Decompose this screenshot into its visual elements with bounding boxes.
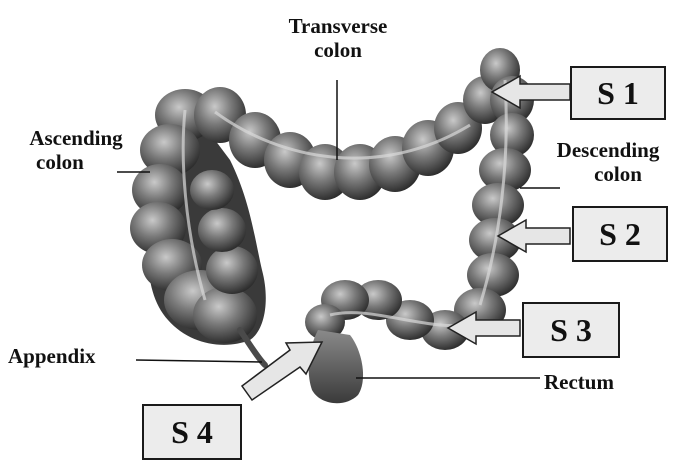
site-box-s3: S 3 xyxy=(522,302,620,358)
transverse-label-line1: Transverse xyxy=(268,14,408,38)
descending-label-line2: colon xyxy=(538,162,678,186)
colon-body xyxy=(130,48,534,403)
descending-label-line1: Descending xyxy=(538,138,678,162)
ascending-colon-label: Ascending colon xyxy=(6,126,146,174)
appendix-label: Appendix xyxy=(8,344,96,368)
site-box-s2: S 2 xyxy=(572,206,668,262)
transverse-label-line2: colon xyxy=(268,38,408,62)
descending-colon-label: Descending colon xyxy=(538,138,678,186)
site-box-s1: S 1 xyxy=(570,66,666,120)
transverse-colon-label: Transverse colon xyxy=(268,14,408,62)
ascending-label-line2: colon xyxy=(6,150,146,174)
ascending-label-line1: Ascending xyxy=(6,126,146,150)
site-box-s4: S 4 xyxy=(142,404,242,460)
rectum-label: Rectum xyxy=(544,370,614,394)
